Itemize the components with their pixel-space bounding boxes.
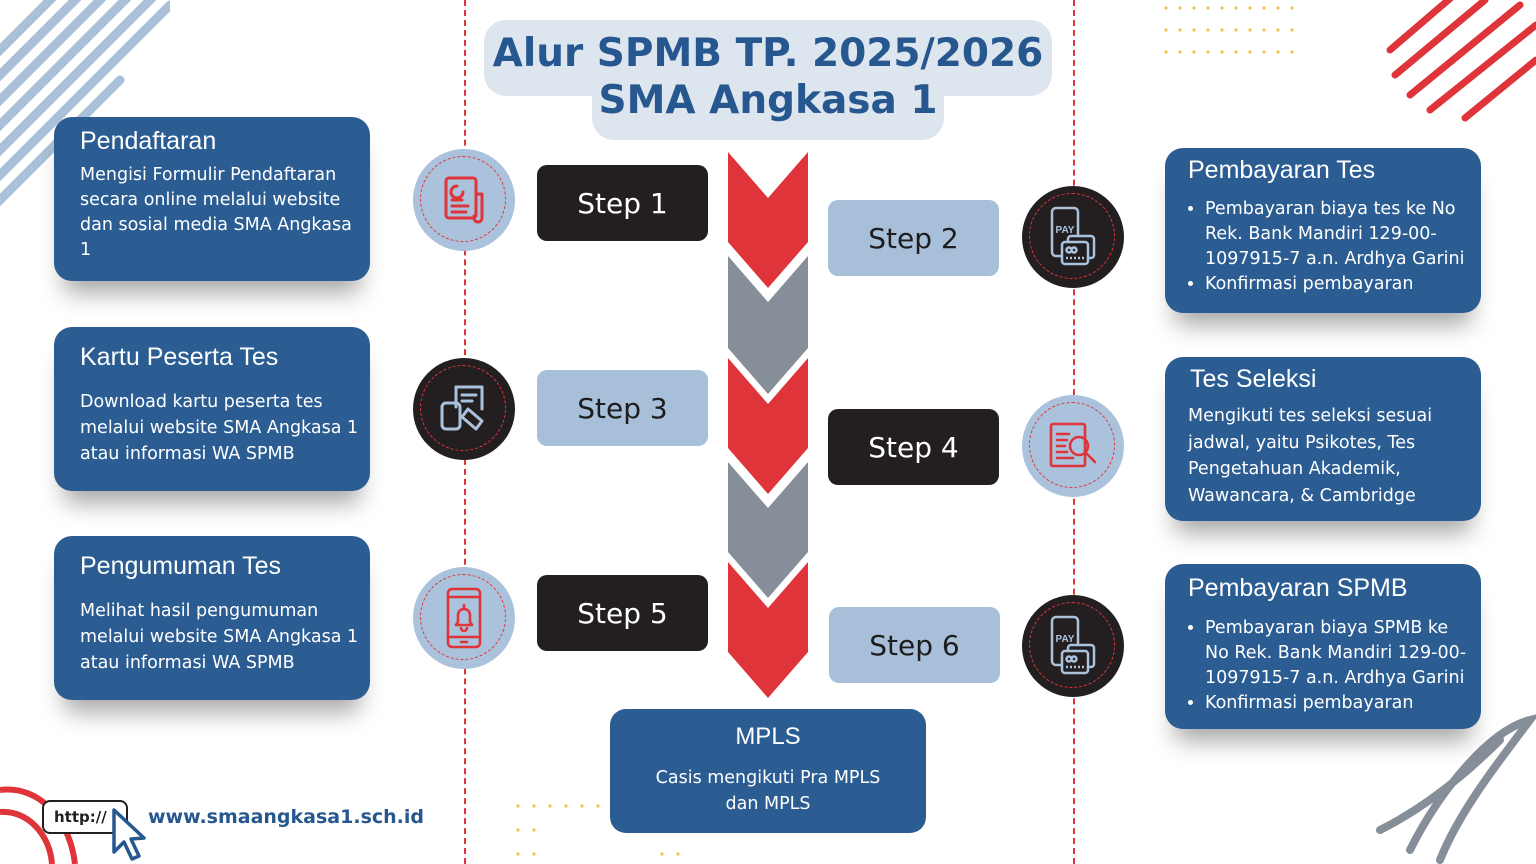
website-link[interactable]: www.smaangkasa1.sch.id bbox=[148, 806, 424, 828]
step-1-label: Step 1 bbox=[537, 165, 708, 241]
dot-grid-top bbox=[1164, 6, 1294, 54]
chevron-flow-arrow bbox=[728, 152, 808, 698]
list-item: Pembayaran biaya SPMB ke No Rek. Bank Ma… bbox=[1205, 616, 1473, 691]
title-background-lower bbox=[592, 66, 944, 140]
final-card-mpls: MPLS Casis mengikuti Pra MPLS dan MPLS bbox=[610, 709, 926, 833]
step-6-label: Step 6 bbox=[829, 607, 1000, 683]
step-5-icon-circle bbox=[413, 567, 515, 669]
card-list: Pembayaran biaya tes ke No Rek. Bank Man… bbox=[1187, 197, 1473, 297]
list-item: Konfirmasi pembayaran bbox=[1205, 272, 1473, 297]
card-title: Pengumuman Tes bbox=[80, 552, 282, 580]
list-item: Konfirmasi pembayaran bbox=[1205, 691, 1473, 716]
step-4-label: Step 4 bbox=[828, 409, 999, 485]
step-6-icon-circle: PAY bbox=[1022, 595, 1124, 697]
chevron-segment-4 bbox=[728, 462, 808, 598]
chevron-segment-1 bbox=[728, 152, 808, 288]
card-pembayaran-tes: Pembayaran Tes Pembayaran biaya tes ke N… bbox=[1165, 148, 1481, 313]
card-text: Mengikuti tes seleksi sesuai jadwal, yai… bbox=[1188, 406, 1433, 506]
chevron-segment-2 bbox=[728, 256, 808, 394]
chevron-segment-3 bbox=[728, 358, 808, 494]
card-pendaftaran: Pendaftaran Mengisi Formulir Pendaftaran… bbox=[54, 117, 370, 281]
card-title: Pembayaran SPMB bbox=[1188, 574, 1408, 602]
final-title: MPLS bbox=[735, 723, 801, 750]
card-pembayaran-spmb: Pembayaran SPMB Pembayaran biaya SPMB ke… bbox=[1165, 564, 1481, 729]
step-5-label: Step 5 bbox=[537, 575, 708, 651]
card-list: Pembayaran biaya SPMB ke No Rek. Bank Ma… bbox=[1187, 616, 1473, 716]
step-2-icon-circle: PAY bbox=[1022, 186, 1124, 288]
final-text: Casis mengikuti Pra MPLS dan MPLS bbox=[655, 768, 881, 814]
step-4-icon-circle bbox=[1022, 395, 1124, 497]
step-3-label: Step 3 bbox=[537, 370, 708, 446]
card-tes-seleksi: Tes Seleksi Mengikuti tes seleksi sesuai… bbox=[1165, 357, 1481, 521]
list-item: Pembayaran biaya tes ke No Rek. Bank Man… bbox=[1205, 197, 1473, 272]
card-text: Download kartu peserta tes melalui websi… bbox=[80, 392, 359, 464]
corner-scribble-bottom-right bbox=[1376, 714, 1536, 864]
step-2-label: Step 2 bbox=[828, 200, 999, 276]
card-text: Melihat hasil pengumuman melalui website… bbox=[80, 601, 359, 673]
cursor-icon bbox=[112, 808, 146, 861]
page-subtitle: SMA Angkasa 1 bbox=[598, 78, 938, 123]
card-title: Tes Seleksi bbox=[1190, 365, 1317, 393]
page-title: Alur SPMB TP. 2025/2026 bbox=[492, 31, 1044, 76]
step-1-icon-circle bbox=[413, 149, 515, 251]
card-text: Mengisi Formulir Pendaftaran secara onli… bbox=[80, 165, 352, 260]
card-title: Kartu Peserta Tes bbox=[80, 343, 279, 371]
card-kartu-peserta: Kartu Peserta Tes Download kartu peserta… bbox=[54, 327, 370, 491]
card-title: Pembayaran Tes bbox=[1188, 156, 1376, 184]
corner-stripes-top-right bbox=[1386, 0, 1536, 122]
card-title: Pendaftaran bbox=[80, 127, 217, 155]
chevron-segment-5 bbox=[728, 562, 808, 698]
card-pengumuman: Pengumuman Tes Melihat hasil pengumuman … bbox=[54, 536, 370, 700]
step-3-icon-circle bbox=[413, 358, 515, 460]
